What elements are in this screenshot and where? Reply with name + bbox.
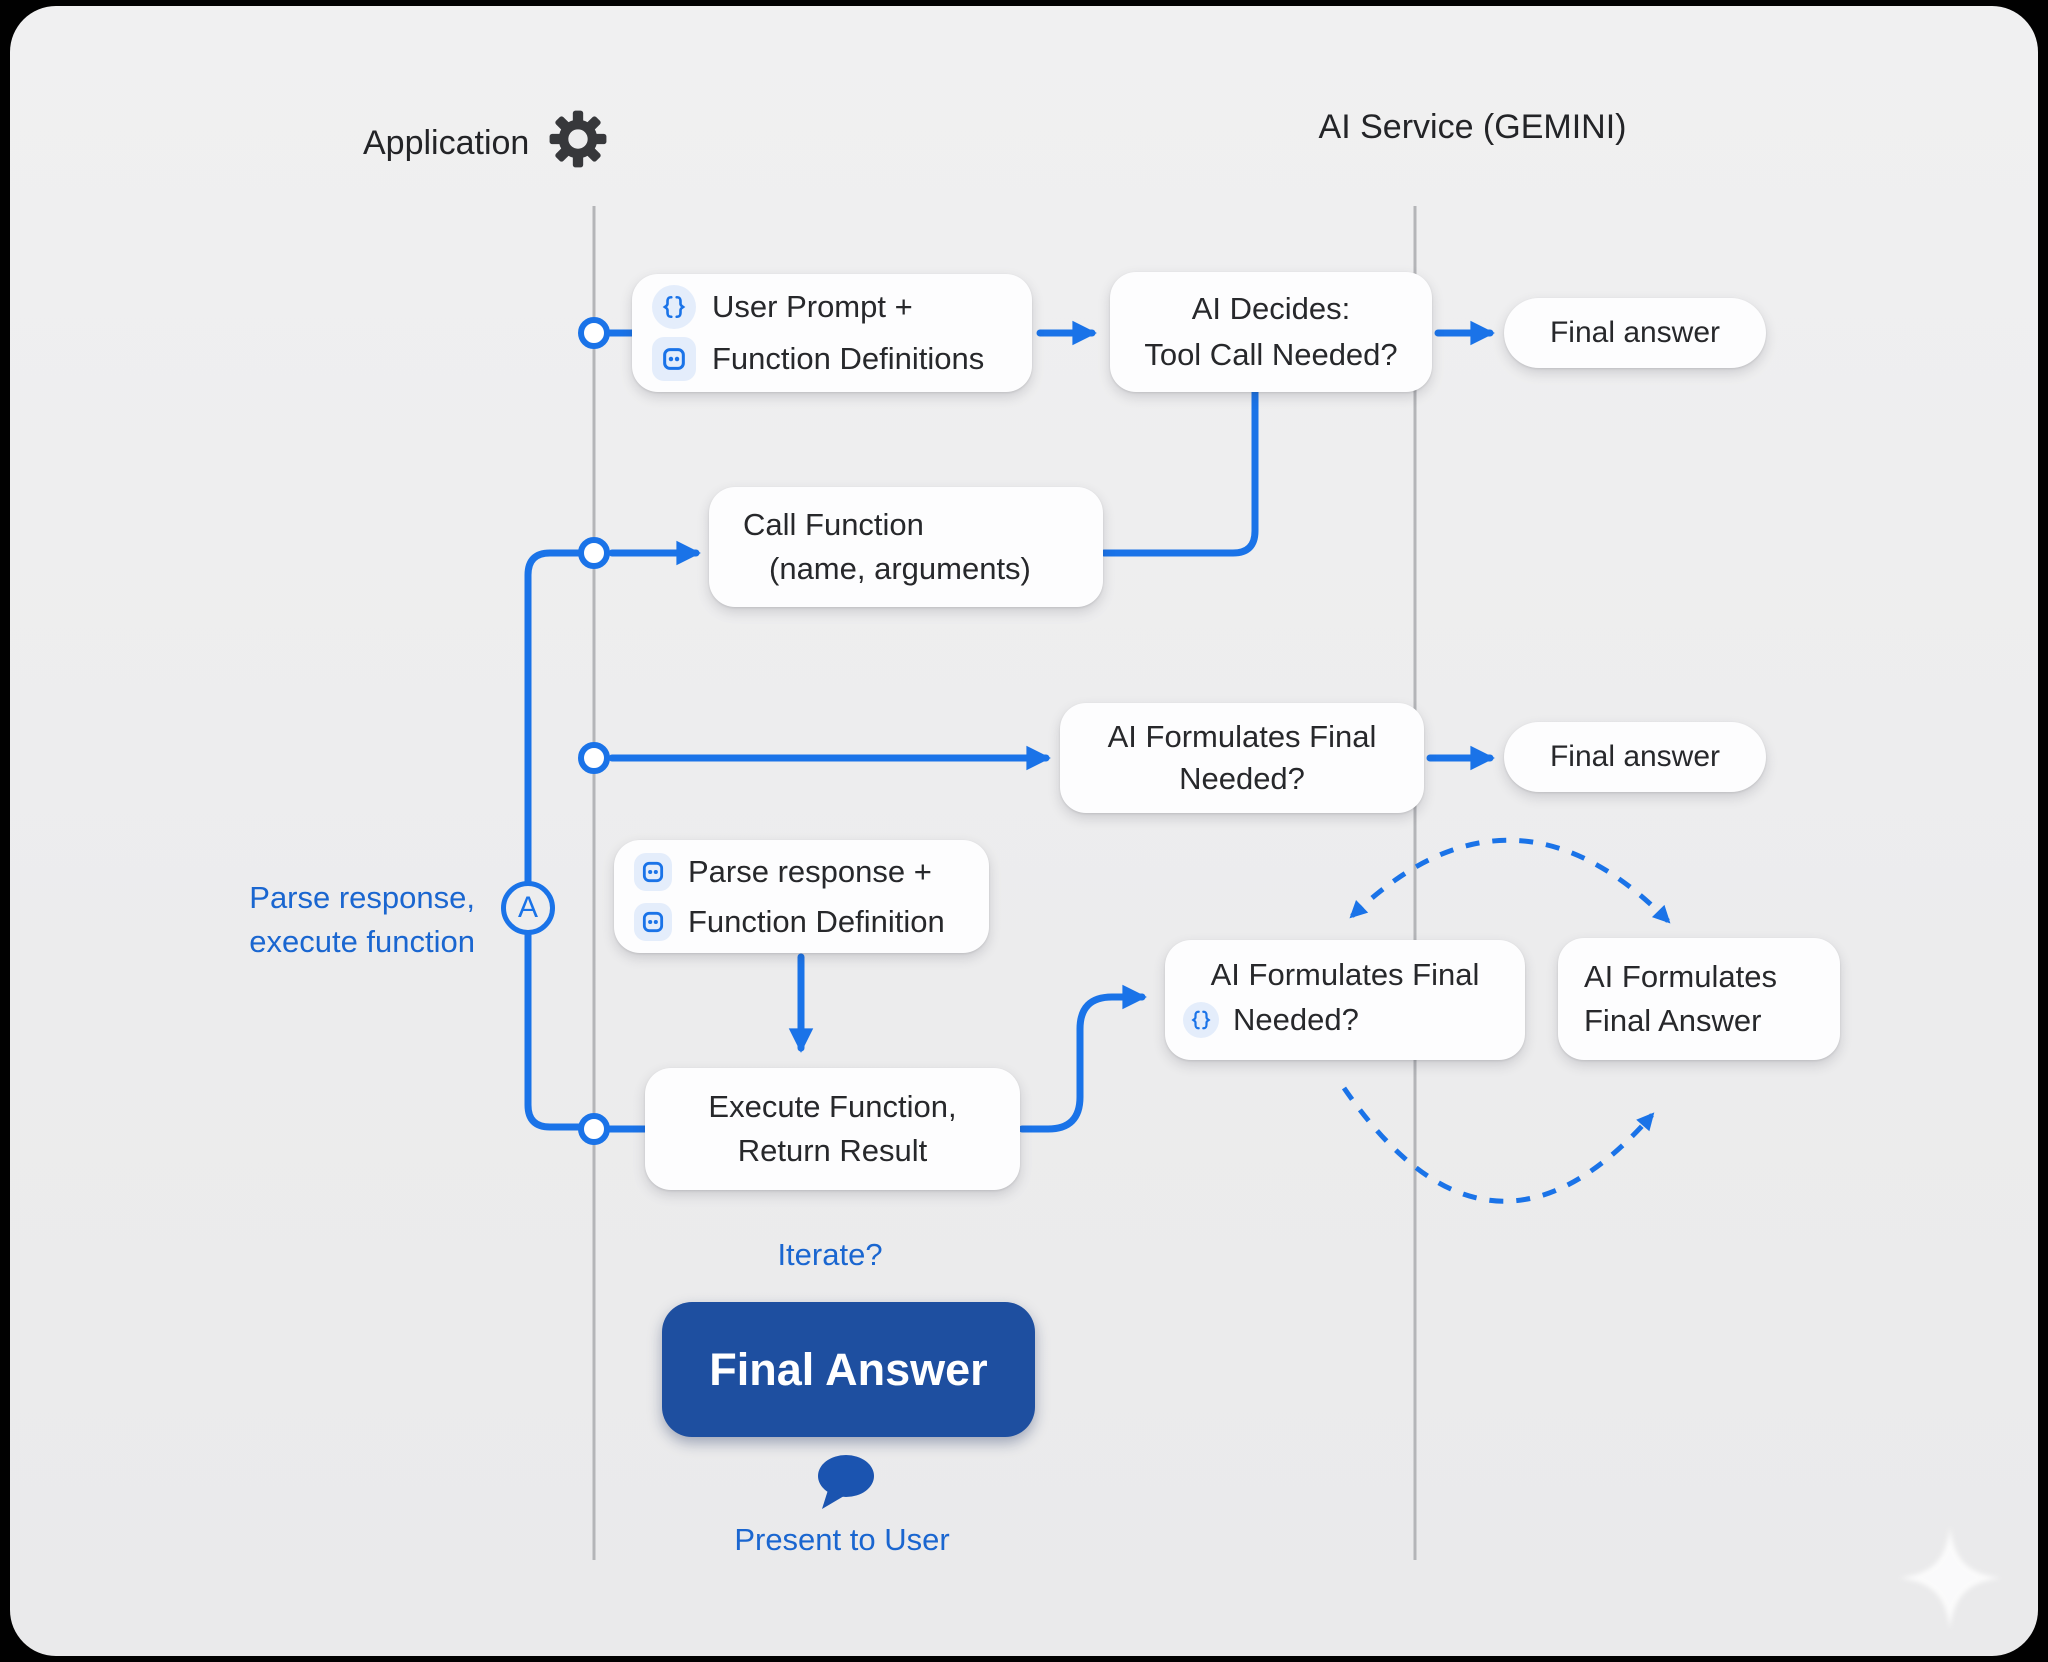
dashed-cycle-top-arc (1349, 837, 1671, 924)
dashed-cycle-bottom-arc (1341, 1086, 1655, 1204)
iterate-label: Iterate? (700, 1233, 960, 1277)
execute-function-line1: Execute Function, (708, 1089, 957, 1124)
ai-formulates-needed-line2: Needed? (1233, 1002, 1359, 1037)
connector-decides-to-call (1100, 388, 1259, 557)
parse-response-box: Parse response + Function Definition (614, 840, 989, 953)
execute-function-line2: Return Result (737, 1133, 928, 1168)
node-row4 (578, 1113, 610, 1145)
present-to-user-label: Present to User (682, 1518, 1002, 1562)
ai-formulates-mid-box: AI Formulates Final Needed? (1060, 703, 1424, 813)
loop-marker-letter: A (517, 891, 538, 924)
node-row2 (578, 537, 610, 569)
speech-bubble-icon (811, 1454, 881, 1521)
ai-formulates-mid-line2: Needed? (1179, 761, 1305, 796)
function-block-icon (634, 852, 672, 891)
node-row1 (578, 317, 610, 349)
function-block-icon (652, 337, 696, 381)
parse-response-line2: Function Definition (688, 903, 945, 939)
parse-execute-label-line2: execute function (249, 924, 475, 959)
call-function-line2: (name, arguments) (769, 551, 1031, 586)
ai-decides-line1: AI Decides: (1191, 291, 1351, 326)
ai-formulates-needed-box: AI Formulates Final Needed? (1165, 940, 1525, 1060)
gear-icon (547, 108, 609, 179)
parse-response-line1: Parse response + (688, 853, 932, 889)
call-function-line1: Call Function (743, 507, 924, 542)
user-prompt-line1: User Prompt + (712, 289, 913, 324)
loop-bracket (524, 549, 596, 1131)
connector-execute-to-needed (1018, 984, 1147, 1133)
curly-braces-icon (1183, 1002, 1219, 1038)
node-row3 (578, 742, 610, 774)
ai-service-header: AI Service (GEMINI) (1300, 108, 1645, 147)
final-answer-pill-mid: Final answer (1504, 722, 1766, 792)
function-block-icon (634, 902, 672, 941)
final-answer-button-label: Final Answer (709, 1343, 988, 1395)
user-prompt-box: User Prompt + Function Definitions (632, 274, 1032, 392)
application-header-label: Application (363, 124, 530, 162)
ai-decides-box: AI Decides: Tool Call Needed? (1110, 272, 1432, 392)
ai-formulates-needed-line1: AI Formulates Final (1210, 957, 1480, 992)
final-answer-pill-top: Final answer (1504, 298, 1766, 368)
ai-formulates-mid-line1: AI Formulates Final (1107, 719, 1377, 754)
loop-marker-badge: A (501, 881, 555, 935)
curly-braces-icon (652, 285, 696, 329)
execute-function-box: Execute Function, Return Result (645, 1068, 1020, 1190)
ai-service-header-label: AI Service (GEMINI) (1318, 108, 1627, 146)
parse-execute-label: Parse response, execute function (160, 876, 475, 964)
ai-formulates-answer-box: AI Formulates Final Answer (1558, 938, 1840, 1060)
iterate-label-text: Iterate? (777, 1237, 883, 1272)
final-answer-pill-mid-label: Final answer (1549, 740, 1721, 773)
final-answer-pill-top-label: Final answer (1549, 316, 1721, 349)
ai-formulates-answer-line1: AI Formulates (1584, 959, 1777, 994)
ai-decides-line2: Tool Call Needed? (1144, 337, 1398, 372)
final-answer-button: Final Answer (662, 1302, 1035, 1437)
present-to-user-text: Present to User (734, 1522, 950, 1557)
sparkle-icon (1895, 1523, 2005, 1638)
application-header: Application (363, 108, 609, 179)
user-prompt-line2: Function Definitions (712, 341, 985, 376)
call-function-box: Call Function (name, arguments) (709, 487, 1103, 607)
parse-execute-label-line1: Parse response, (249, 880, 475, 915)
ai-formulates-answer-line2: Final Answer (1584, 1003, 1762, 1038)
